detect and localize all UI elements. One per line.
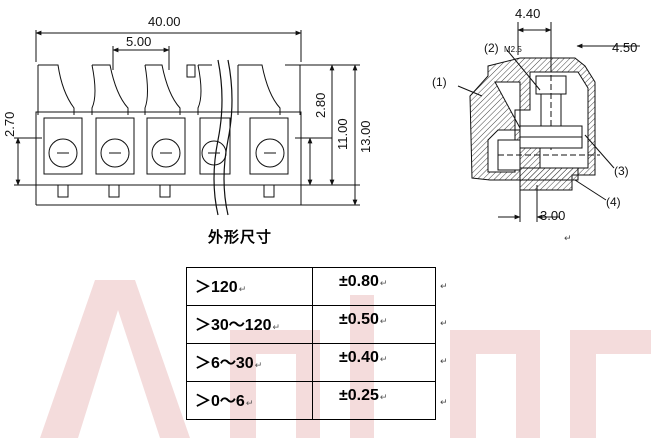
table-row: ＞0～6↵ ±0.25↵	[186, 381, 436, 420]
dim-right-b-label: 11.00	[335, 118, 350, 150]
side-dim-top-a-label: 4.40	[515, 6, 540, 21]
paragraph-mark: ↵	[440, 319, 448, 329]
tolerance-cell: ±0.80↵	[312, 267, 436, 306]
tolerance-cell: ±0.25↵	[312, 381, 436, 420]
terminal-screws	[48, 138, 285, 168]
paragraph-mark: ↵	[564, 234, 572, 244]
range-cell: ＞0～6↵	[186, 381, 313, 420]
tolerance-cell: ±0.40↵	[312, 343, 436, 382]
table-row: ＞120↵ ±0.80↵	[186, 267, 436, 306]
terminal-cells	[43, 117, 289, 175]
dimensions-caption: 外形尺寸	[208, 228, 273, 246]
bottom-pins	[57, 184, 275, 198]
callout-1: (1)	[432, 75, 447, 89]
side-view	[457, 22, 640, 222]
paragraph-mark: ↵	[440, 282, 448, 292]
side-dim-top-b-label: 4.50	[612, 40, 637, 55]
tolerance-cell: ±0.50↵	[312, 305, 436, 344]
overall-width-label: 40.00	[148, 14, 181, 29]
callout-3: (3)	[614, 164, 629, 178]
paragraph-mark: ↵	[440, 398, 448, 408]
callout-4: (4)	[606, 195, 621, 209]
top-teeth	[37, 64, 301, 115]
table-row: ＞6～30↵ ±0.40↵	[186, 343, 436, 382]
table-row: ＞30～120↵ ±0.50↵	[186, 305, 436, 344]
range-cell: ＞6～30↵	[186, 343, 313, 382]
paragraph-mark: ↵	[440, 357, 448, 367]
screw-size-label: M2.5	[504, 45, 522, 54]
dim-right-a-label: 2.80	[313, 93, 328, 118]
dim-left-label: 2.70	[2, 112, 17, 137]
side-dim-bottom-label: 3.00	[540, 208, 565, 223]
front-view	[14, 30, 360, 216]
callout-2: (2)	[484, 41, 499, 55]
pitch-label: 5.00	[126, 34, 151, 49]
range-cell: ＞120↵	[186, 267, 313, 306]
range-cell: ＞30～120↵	[186, 305, 313, 344]
tolerance-table: ＞120↵ ±0.80↵ ＞30～120↵ ±0.50↵ ＞6～30↵ ±0.4…	[186, 267, 436, 420]
dim-right-c-label: 13.00	[358, 120, 373, 153]
